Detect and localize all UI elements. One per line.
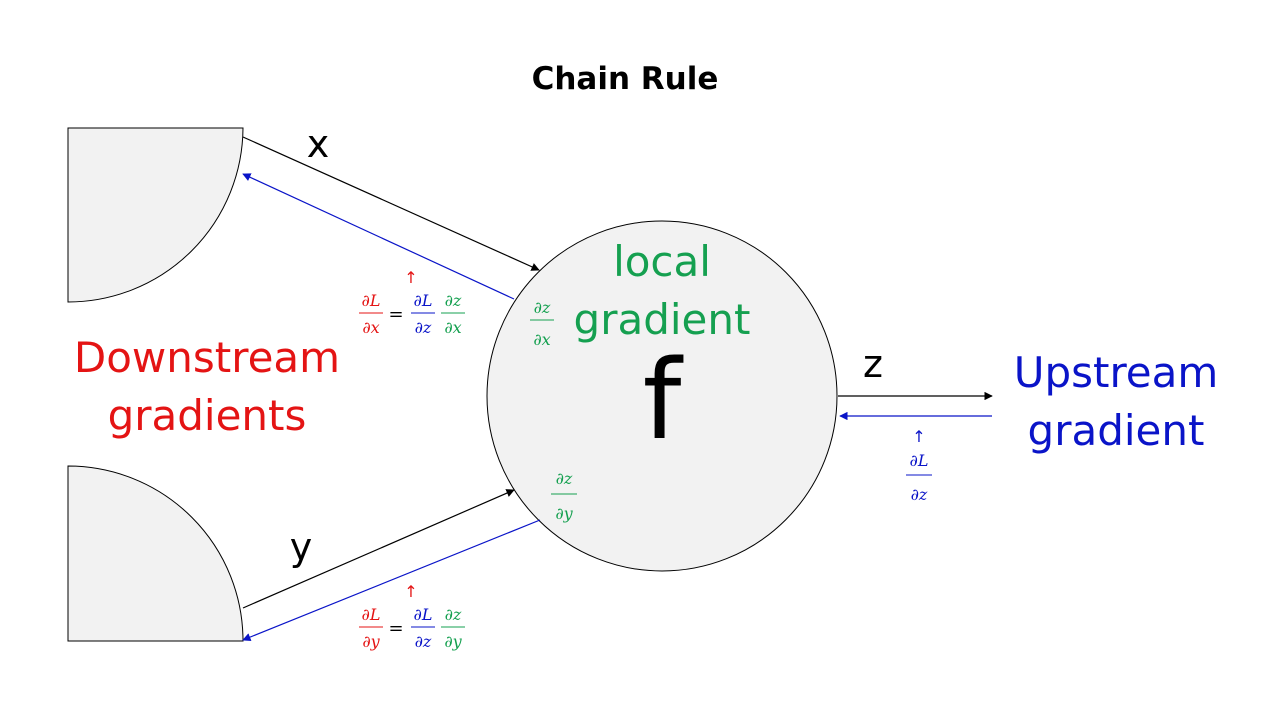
input-node-y <box>67 465 244 642</box>
local-gradient-label-line2: gradient <box>574 295 751 344</box>
local-gradient-label-line1: local <box>613 237 711 286</box>
fraction-dz-dx-local: ∂z ∂x <box>530 298 554 349</box>
forward-arrow-y <box>242 489 515 609</box>
fraction-denominator: ∂z <box>415 632 432 651</box>
upstream-gradient-label-line2: gradient <box>1028 406 1205 455</box>
fraction-denominator: ∂y <box>444 632 462 651</box>
downstream-gradients-label-line2: gradients <box>108 391 307 440</box>
page-title: Chain Rule <box>532 61 719 97</box>
input-node-x <box>67 127 244 303</box>
fraction-numerator: ∂z <box>445 605 462 624</box>
fraction-dL-dz-upstream: ∂L ∂z <box>906 451 932 504</box>
backward-arrow-x <box>242 173 515 300</box>
input-y-label: y <box>290 525 313 569</box>
fraction-denominator: ∂z <box>911 485 928 504</box>
equals-sign: = <box>388 304 403 325</box>
forward-arrow-x <box>242 136 540 271</box>
fraction-denominator: ∂x <box>444 318 461 337</box>
fraction-denominator: ∂x <box>533 330 550 349</box>
fraction-numerator: ∂L <box>362 605 381 624</box>
chain-rule-equation-y: ↑ ∂L ∂y = ∂L ∂z ∂z ∂y <box>359 582 465 651</box>
fraction-dz-dy-local: ∂z ∂y <box>551 469 577 523</box>
fraction-numerator: ∂z <box>556 469 573 488</box>
chain-rule-equation-x: ↑ ∂L ∂x = ∂L ∂z ∂z ∂x <box>359 268 465 337</box>
downstream-arrow-glyph-y: ↑ <box>404 582 417 601</box>
equals-sign: = <box>388 618 403 639</box>
fraction-numerator: ∂L <box>414 605 433 624</box>
downstream-arrow-glyph-x: ↑ <box>404 268 417 287</box>
input-x-label: x <box>307 122 330 166</box>
backward-arrow-y <box>242 519 541 642</box>
fraction-numerator: ∂L <box>414 291 433 310</box>
function-node <box>486 220 838 572</box>
downstream-gradients-label-line1: Downstream <box>74 333 340 382</box>
fraction-numerator: ∂L <box>362 291 381 310</box>
fraction-denominator: ∂y <box>362 632 380 651</box>
upstream-gradient-label-line1: Upstream <box>1014 348 1219 397</box>
fraction-denominator: ∂y <box>555 504 573 523</box>
fraction-denominator: ∂x <box>362 318 379 337</box>
fraction-numerator: ∂L <box>910 451 929 470</box>
function-f-label: f <box>643 336 684 464</box>
fraction-numerator: ∂z <box>534 298 551 317</box>
fraction-numerator: ∂z <box>445 291 462 310</box>
upstream-arrow-glyph: ↑ <box>912 427 925 446</box>
fraction-denominator: ∂z <box>415 318 432 337</box>
output-z-label: z <box>863 342 883 386</box>
